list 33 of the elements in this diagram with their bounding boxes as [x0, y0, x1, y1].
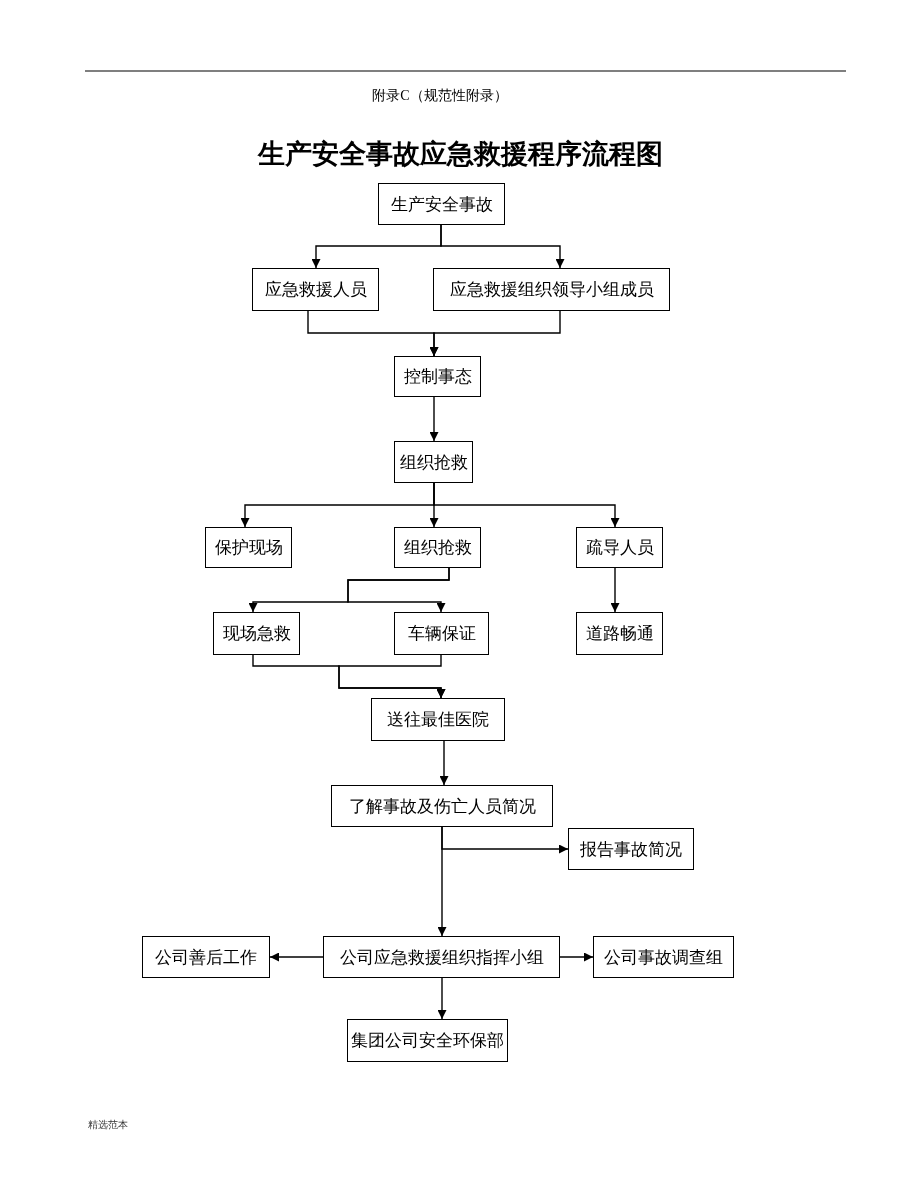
- arrow: [429, 396, 439, 442]
- process-box: 送往最佳医院: [371, 698, 505, 741]
- process-box: 现场急救: [213, 612, 300, 655]
- arrow: [347, 567, 450, 613]
- process-box: 车辆保证: [394, 612, 489, 655]
- process-box: 了解事故及伤亡人员简况: [331, 785, 553, 827]
- arrow: [559, 952, 594, 962]
- arrow: [338, 654, 446, 699]
- process-box: 生产安全事故: [378, 183, 505, 225]
- process-box: 公司善后工作: [142, 936, 270, 978]
- footer-text: 精选范本: [88, 1118, 128, 1132]
- title: 生产安全事故应急救援程序流程图: [256, 137, 664, 171]
- arrow: [433, 482, 620, 528]
- arrow: [440, 224, 565, 269]
- process-box: 公司事故调查组: [593, 936, 734, 978]
- process-box: 控制事态: [394, 356, 481, 397]
- header-text: 附录C（规范性附录）: [371, 87, 509, 105]
- process-box: 报告事故简况: [568, 828, 694, 870]
- process-box: 应急救援人员: [252, 268, 379, 311]
- arrow: [439, 740, 449, 786]
- process-box: 疏导人员: [576, 527, 663, 568]
- arrow: [429, 310, 561, 357]
- arrow: [437, 826, 447, 937]
- process-box: 道路畅通: [576, 612, 663, 655]
- arrow: [269, 952, 324, 962]
- process-box: 保护现场: [205, 527, 292, 568]
- arrow: [610, 567, 620, 613]
- process-box: 集团公司安全环保部: [347, 1019, 508, 1062]
- process-box: 组织抢救: [394, 527, 481, 568]
- process-box: 组织抢救: [394, 441, 473, 483]
- process-box: 公司应急救援组织指挥小组: [323, 936, 560, 978]
- process-box: 应急救援组织领导小组成员: [433, 268, 670, 311]
- arrow: [437, 977, 447, 1020]
